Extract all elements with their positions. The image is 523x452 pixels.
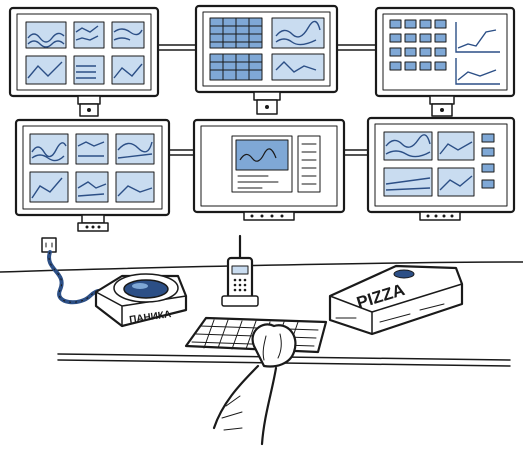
hand <box>212 323 297 446</box>
monitor-top-right <box>374 6 516 117</box>
monitor-middle-left <box>14 118 171 232</box>
panic-button: ПАНИКА <box>94 273 188 328</box>
monitor-top-left <box>8 6 160 117</box>
spreadsheet-grid <box>209 17 263 81</box>
walkie-talkie <box>221 234 259 307</box>
monitor-top-middle <box>194 4 339 115</box>
monitor-cables <box>157 44 377 156</box>
wall-socket <box>41 237 57 253</box>
pizza-box: PIZZA <box>328 264 464 336</box>
monitor-middle-center <box>192 118 346 221</box>
monitor-middle-right <box>366 116 516 221</box>
